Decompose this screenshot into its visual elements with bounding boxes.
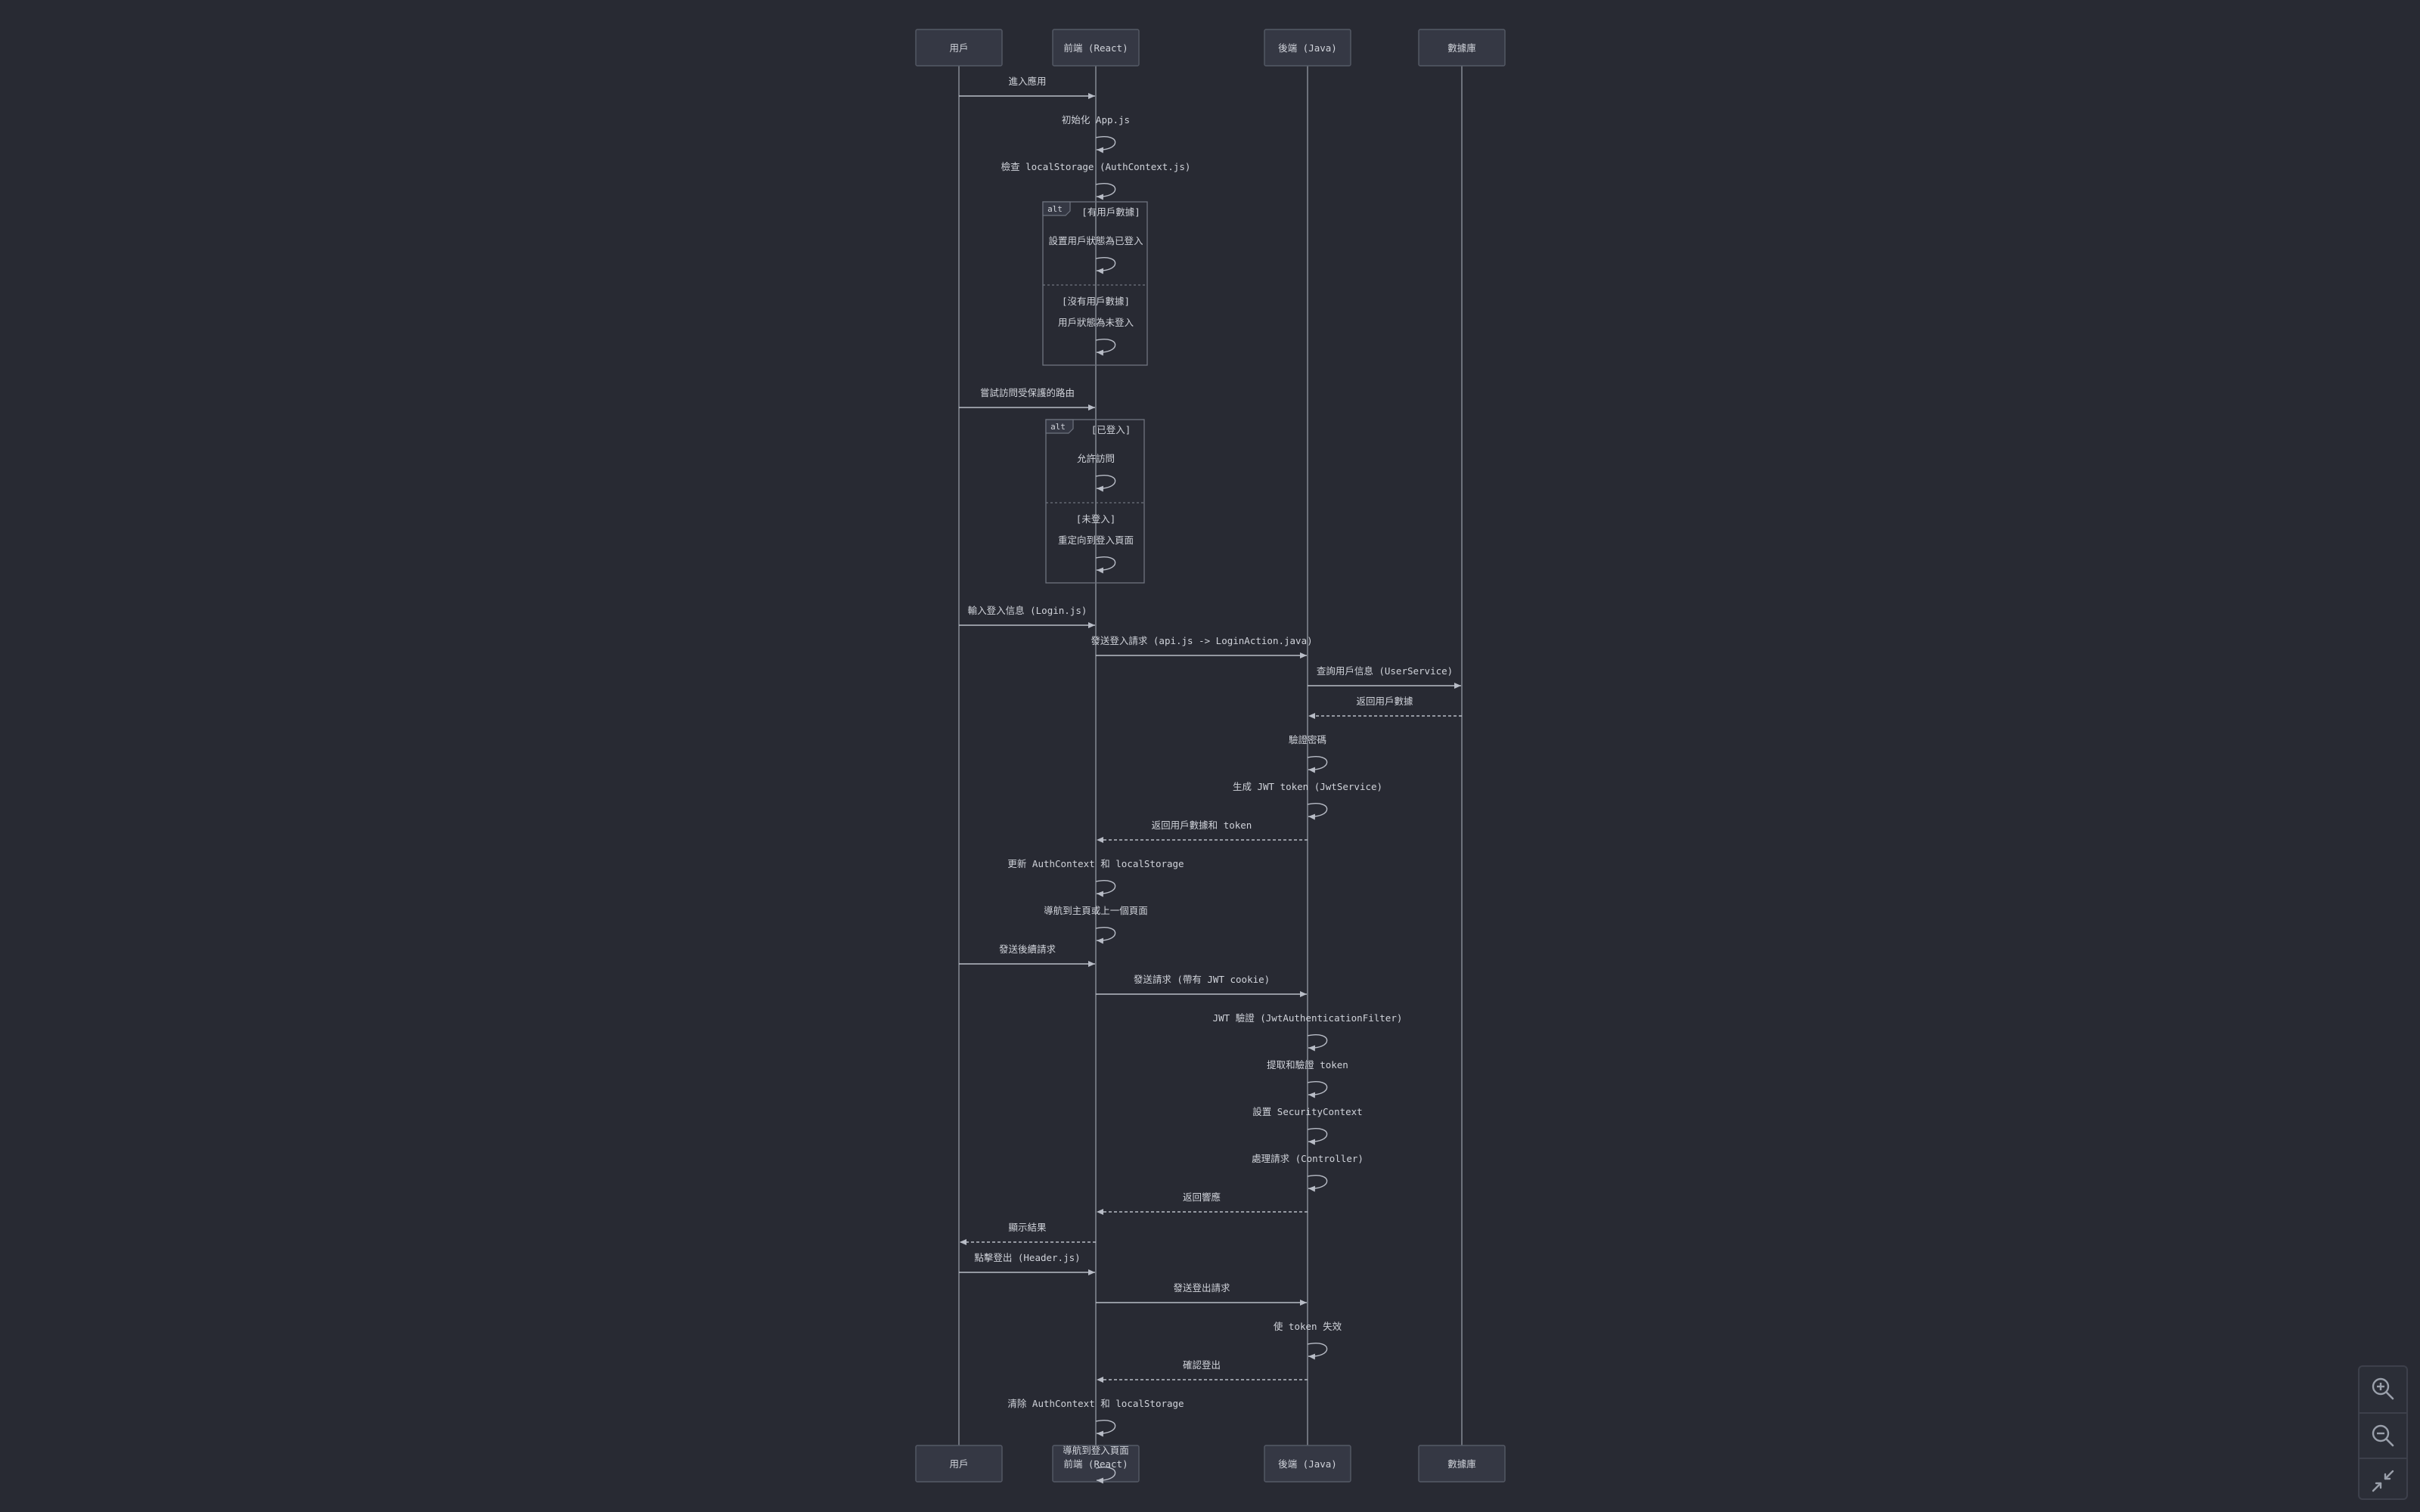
message-label-18: 發送後續請求 <box>999 943 1056 955</box>
self-message-2 <box>1095 136 1116 153</box>
participant-label-fe-bottom: 前端 (React) <box>1063 1458 1128 1470</box>
alt-frame-1 <box>1042 201 1148 366</box>
self-message-3 <box>1095 183 1116 200</box>
zoom-out-icon <box>2372 1424 2394 1447</box>
participant-box-be-bottom <box>1264 1445 1351 1483</box>
frame-condition-2-1: [已登入] <box>1091 424 1131 435</box>
self-message-7 <box>1095 475 1116 492</box>
alt-keyword-2: alt <box>1050 422 1066 432</box>
alt-frame-2 <box>1045 419 1145 584</box>
self-message-8 <box>1095 556 1116 574</box>
participant-label-user-bottom: 用戶 <box>949 1458 968 1470</box>
frame-condition-1-1: [有用戶數據] <box>1081 206 1140 218</box>
self-message-28 <box>1307 1343 1328 1360</box>
message-label-14: 生成 JWT token (JwtService) <box>1233 781 1382 792</box>
message-label-4: 設置用戶狀態為已登入 <box>1048 235 1143 246</box>
message-label-16: 更新 AuthContext 和 localStorage <box>1007 858 1184 869</box>
message-label-23: 處理請求 (Controller) <box>1252 1153 1364 1164</box>
zoom-out-button[interactable] <box>2360 1412 2406 1458</box>
self-message-14 <box>1307 803 1328 820</box>
message-label-21: 提取和驗證 token <box>1267 1059 1348 1070</box>
message-label-24: 返回響應 <box>1183 1191 1221 1203</box>
self-message-31 <box>1095 1467 1116 1484</box>
message-label-5: 用戶狀態為未登入 <box>1058 317 1134 328</box>
participant-box-be-top <box>1264 29 1351 67</box>
message-label-3: 檢查 localStorage (AuthContext.js) <box>1001 161 1191 172</box>
message-label-25: 顯示結果 <box>1008 1222 1047 1233</box>
message-label-20: JWT 驗證 (JwtAuthenticationFilter) <box>1213 1012 1403 1024</box>
participant-label-db-top: 數據庫 <box>1447 42 1476 54</box>
message-label-29: 確認登出 <box>1183 1359 1221 1371</box>
participant-label-be-bottom: 後端 (Java) <box>1278 1458 1337 1470</box>
message-label-19: 發送請求 (帶有 JWT cookie) <box>1134 974 1270 985</box>
message-label-26: 點擊登出 (Header.js) <box>974 1252 1080 1263</box>
self-message-30 <box>1095 1420 1116 1437</box>
message-label-13: 驗證密碼 <box>1289 734 1326 745</box>
participant-box-fe-bottom <box>1052 1445 1140 1483</box>
zoom-in-icon <box>2372 1377 2394 1400</box>
frame-condition-1-2: [沒有用戶數據] <box>1062 296 1130 307</box>
participant-box-fe-top <box>1052 29 1140 67</box>
participant-label-db-bottom: 數據庫 <box>1447 1458 1476 1470</box>
participant-label-user-top: 用戶 <box>949 42 968 54</box>
zoom-in-button[interactable] <box>2360 1367 2406 1411</box>
reset-view-button[interactable] <box>2360 1458 2406 1503</box>
message-label-31: 導航到登入頁面 <box>1063 1445 1129 1456</box>
frame-condition-2-2: [未登入] <box>1076 513 1116 525</box>
self-message-20 <box>1307 1034 1328 1052</box>
self-message-13 <box>1307 756 1328 773</box>
self-message-17 <box>1095 927 1116 944</box>
participant-box-user-bottom <box>915 1445 1003 1483</box>
message-label-22: 設置 SecurityContext <box>1252 1106 1362 1117</box>
self-message-21 <box>1307 1081 1328 1098</box>
message-label-30: 清除 AuthContext 和 localStorage <box>1007 1398 1184 1409</box>
message-label-10: 發送登入請求 (api.js -> LoginAction.java) <box>1091 635 1312 646</box>
message-label-2: 初始化 App.js <box>1062 114 1130 125</box>
self-message-5 <box>1095 339 1116 356</box>
participant-label-fe-top: 前端 (React) <box>1063 42 1128 54</box>
participant-label-be-top: 後端 (Java) <box>1278 42 1337 54</box>
participant-box-db-bottom <box>1418 1445 1506 1483</box>
message-label-28: 使 token 失效 <box>1274 1321 1342 1332</box>
message-label-17: 導航到主頁或上一個頁面 <box>1044 905 1148 916</box>
collapse-icon <box>2372 1470 2394 1492</box>
participant-box-user-top <box>915 29 1003 67</box>
message-label-27: 發送登出請求 <box>1173 1282 1230 1294</box>
message-label-1: 進入應用 <box>1008 76 1046 87</box>
message-label-15: 返回用戶數據和 token <box>1152 820 1252 831</box>
message-label-8: 重定向到登入頁面 <box>1058 534 1134 546</box>
self-message-23 <box>1307 1175 1328 1192</box>
participant-box-db-top <box>1418 29 1506 67</box>
message-label-7: 允許訪問 <box>1077 453 1115 464</box>
self-message-22 <box>1307 1128 1328 1145</box>
self-message-4 <box>1095 257 1116 274</box>
alt-frame-tab-2 <box>1045 419 1074 434</box>
message-label-12: 返回用戶數據 <box>1356 696 1413 707</box>
alt-frame-tab-1 <box>1042 201 1071 216</box>
message-label-6: 嘗試訪問受保護的路由 <box>980 387 1075 398</box>
message-label-11: 查詢用戶信息 (UserService) <box>1317 665 1453 677</box>
message-label-9: 輸入登入信息 (Login.js) <box>968 605 1087 616</box>
zoom-controls <box>2358 1365 2408 1500</box>
alt-keyword-1: alt <box>1047 204 1063 214</box>
self-message-16 <box>1095 880 1116 897</box>
